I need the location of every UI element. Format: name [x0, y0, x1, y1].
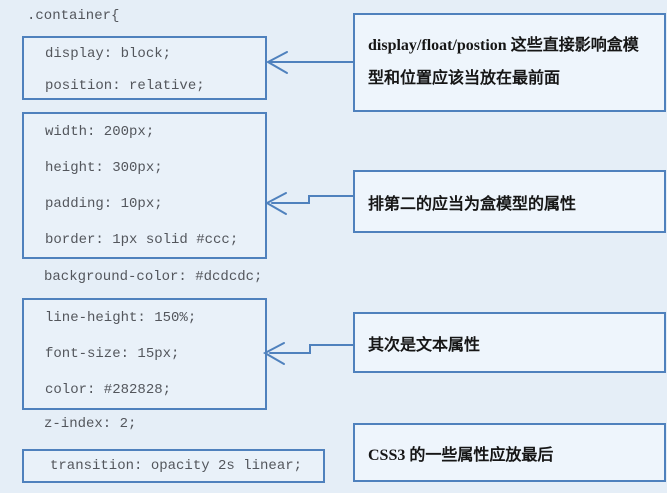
arrow-to-box-model-box	[264, 192, 354, 215]
code-box-display-position: display: block; position: relative;	[22, 36, 267, 100]
code-line-background-color: background-color: #dcdcdc;	[44, 269, 263, 285]
arrow-to-text-props-box	[262, 342, 354, 365]
code-box-transition: transition: opacity 2s linear;	[22, 449, 325, 483]
annotation-text-properties: 其次是文本属性	[353, 312, 666, 373]
code-line-line-height: line-height: 150%;	[45, 310, 197, 326]
code-line-border: border: 1px solid #ccc;	[45, 232, 239, 248]
annotation-display-float-position: display/float/postion 这些直接影响盒模型和位置应该当放在最…	[353, 13, 666, 112]
code-box-box-model: width: 200px; height: 300px; padding: 10…	[22, 112, 267, 259]
code-line-width: width: 200px;	[45, 124, 155, 140]
arrow-to-display-box	[265, 51, 354, 74]
code-line-color: color: #282828;	[45, 382, 172, 398]
code-line-font-size: font-size: 15px;	[45, 346, 180, 362]
code-line-height: height: 300px;	[45, 160, 163, 176]
code-line-padding: padding: 10px;	[45, 196, 163, 212]
code-line-z-index: z-index: 2;	[44, 416, 137, 432]
code-box-text-properties: line-height: 150%; font-size: 15px; colo…	[22, 298, 267, 410]
annotation-box-model-second: 排第二的应当为盒模型的属性	[353, 170, 666, 233]
code-line-display: display: block;	[45, 46, 172, 62]
code-line-transition: transition: opacity 2s linear;	[50, 458, 303, 474]
code-line-position: position: relative;	[45, 78, 205, 94]
annotation-css3-last: CSS3 的一些属性应放最后	[353, 423, 666, 482]
css-selector-label: .container{	[27, 8, 120, 24]
